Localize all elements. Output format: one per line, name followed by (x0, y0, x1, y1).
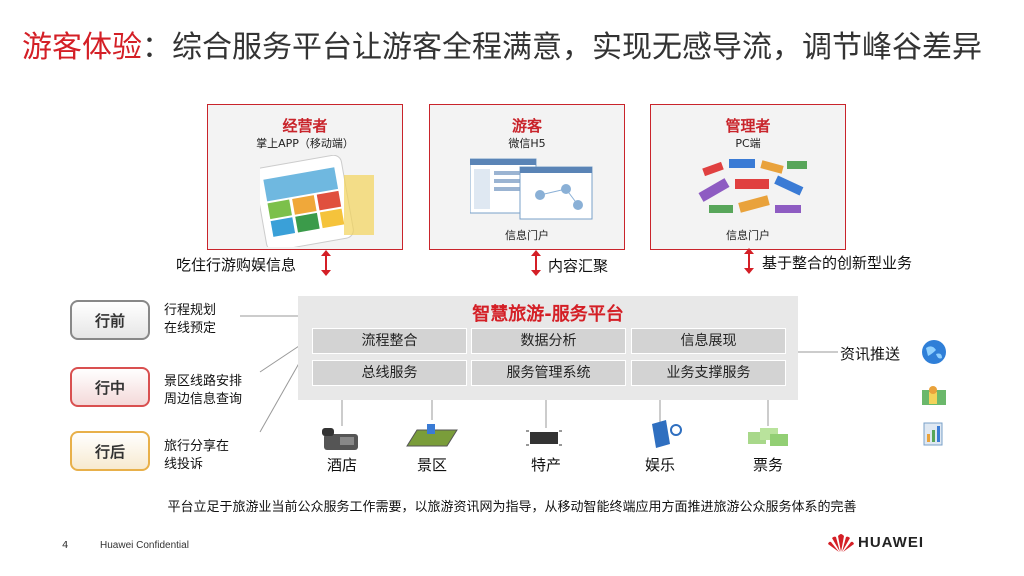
panel-title: 游客 (430, 115, 624, 136)
platform-cell: 信息展现 (631, 328, 786, 354)
stage-desc-line: 周边信息查询 (164, 391, 242, 409)
stage-desc-line: 在线预定 (164, 320, 216, 338)
bottom-item-label: 特产 (516, 454, 576, 475)
panel-title: 管理者 (651, 115, 845, 136)
panel-footer: 信息门户 (430, 227, 624, 243)
service-platform: 智慧旅游-服务平台 流程整合 数据分析 信息展现 总线服务 服务管理系统 业务支… (298, 296, 798, 400)
bottom-item-label: 娱乐 (630, 454, 690, 475)
brand-name: HUAWEI (858, 534, 924, 551)
panel-subtitle: 掌上APP（移动端） (208, 135, 402, 151)
stage-during-desc: 景区线路安排周边信息查询 (164, 373, 242, 409)
mobile-app-image (260, 155, 376, 247)
chart-document-icon (921, 420, 947, 446)
stage-desc-line: 行程规划 (164, 302, 216, 320)
panel-footer: 信息门户 (651, 227, 845, 243)
caption-innovation: 基于整合的创新型业务 (762, 252, 912, 273)
stage-before-desc: 行程规划在线预定 (164, 302, 216, 338)
caption-content: 内容汇聚 (548, 255, 608, 276)
chip-icon (524, 428, 564, 448)
pc-word-cloud-image (695, 155, 815, 225)
summary-note: 平台立足于旅游业当前公众服务工作需要，以旅游资讯网为指导，从移动智能终端应用方面… (0, 496, 1024, 515)
double-arrow-icon (743, 248, 755, 274)
stage-after-desc: 旅行分享在线投诉 (164, 438, 229, 474)
panel-subtitle: PC端 (651, 135, 845, 151)
stage-desc-line: 旅行分享在 (164, 438, 229, 456)
map-icon (921, 384, 947, 406)
page-number: 4 (62, 540, 68, 551)
platform-cell: 业务支撑服务 (631, 360, 786, 386)
slide-title: 游客体验：综合服务平台让游客全程满意，实现无感导流，调节峰谷差异 (22, 28, 1002, 68)
double-arrow-icon (320, 250, 332, 276)
push-connector (798, 350, 838, 354)
title-rest: ：综合服务平台让游客全程满意，实现无感导流，调节峰谷差异 (142, 30, 982, 65)
platform-cell: 流程整合 (312, 328, 467, 354)
platform-cell: 服务管理系统 (471, 360, 626, 386)
confidential-label: Huawei Confidential (100, 540, 189, 551)
caption-info: 吃住行游购娱信息 (176, 254, 296, 275)
telephone-icon (320, 426, 364, 452)
operator-panel: 经营者 掌上APP（移动端） (207, 104, 403, 250)
panel-title: 经营者 (208, 115, 402, 136)
web-portal-image (470, 155, 594, 221)
manager-panel: 管理者 PC端 信息门户 (650, 104, 846, 250)
entertainment-icon (646, 418, 684, 450)
stage-desc-line: 线投诉 (164, 456, 229, 474)
huawei-logo-icon (826, 532, 856, 554)
stage-before-pill: 行前 (70, 300, 150, 340)
platform-cell: 数据分析 (471, 328, 626, 354)
stage-during-pill: 行中 (70, 367, 150, 407)
bottom-item-label: 票务 (738, 454, 798, 475)
bottom-item-label: 景区 (402, 454, 462, 475)
title-highlight: 游客体验 (22, 30, 142, 65)
stage-after-pill: 行后 (70, 431, 150, 471)
scenic-area-icon (403, 420, 459, 448)
bottom-connectors (298, 400, 798, 428)
panel-subtitle: 微信H5 (430, 135, 624, 151)
double-arrow-icon (530, 250, 542, 276)
platform-cell: 总线服务 (312, 360, 467, 386)
bottom-item-label: 酒店 (312, 454, 372, 475)
globe-icon (920, 338, 948, 366)
platform-title: 智慧旅游-服务平台 (298, 300, 798, 326)
visitor-panel: 游客 微信H5 信息门户 (429, 104, 625, 250)
ticket-icon (746, 424, 790, 448)
stage-desc-line: 景区线路安排 (164, 373, 242, 391)
push-label: 资讯推送 (840, 343, 900, 364)
